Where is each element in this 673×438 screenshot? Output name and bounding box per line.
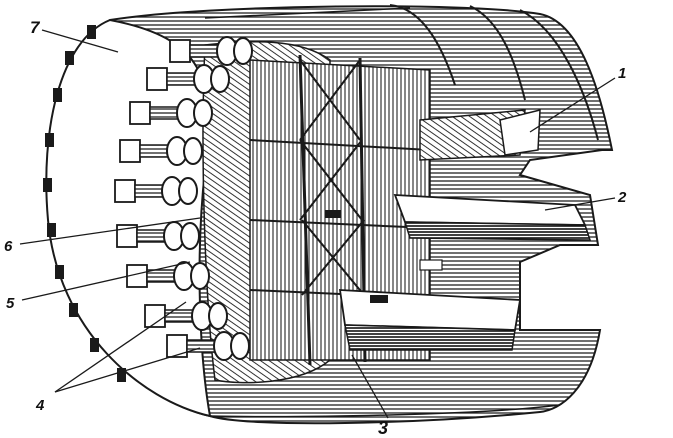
hydraulic-jack xyxy=(114,176,198,206)
callout-2: 2 xyxy=(617,189,627,206)
rim-cutting-teeth xyxy=(43,25,126,382)
hydraulic-jacks xyxy=(114,36,253,361)
rim-tooth xyxy=(69,303,78,317)
rim-tooth xyxy=(117,368,126,382)
hydraulic-jack xyxy=(146,64,230,94)
callout-3: 3 xyxy=(378,418,388,438)
rim-tooth xyxy=(43,178,52,192)
working-platforms xyxy=(325,109,592,351)
hydraulic-jack xyxy=(144,301,228,331)
hydraulic-jack xyxy=(116,221,200,251)
rim-tooth xyxy=(65,51,74,65)
callout-5: 5 xyxy=(6,295,15,312)
girder-brace xyxy=(299,59,361,141)
girder-brace xyxy=(301,219,365,296)
hydraulic-jack xyxy=(169,36,253,66)
rim-tooth xyxy=(47,223,56,237)
callout-4: 4 xyxy=(35,397,45,414)
leader-lines xyxy=(19,29,616,419)
rim-tooth xyxy=(45,133,54,147)
lattice-girders xyxy=(299,59,365,296)
callout-1: 1 xyxy=(618,65,626,82)
hydraulic-jack xyxy=(119,136,203,166)
hydraulic-jack xyxy=(166,331,250,361)
callout-7: 7 xyxy=(30,18,41,37)
rim-tooth xyxy=(87,25,96,39)
girder-brace xyxy=(299,139,363,221)
hydraulic-jack xyxy=(129,98,213,128)
hydraulic-jack xyxy=(126,261,210,291)
rim-tooth xyxy=(55,265,64,279)
rim-tooth xyxy=(90,338,99,352)
callout-6: 6 xyxy=(4,238,13,255)
rim-tooth xyxy=(53,88,62,102)
callout-labels: 1 2 3 4 5 6 7 xyxy=(4,18,627,438)
